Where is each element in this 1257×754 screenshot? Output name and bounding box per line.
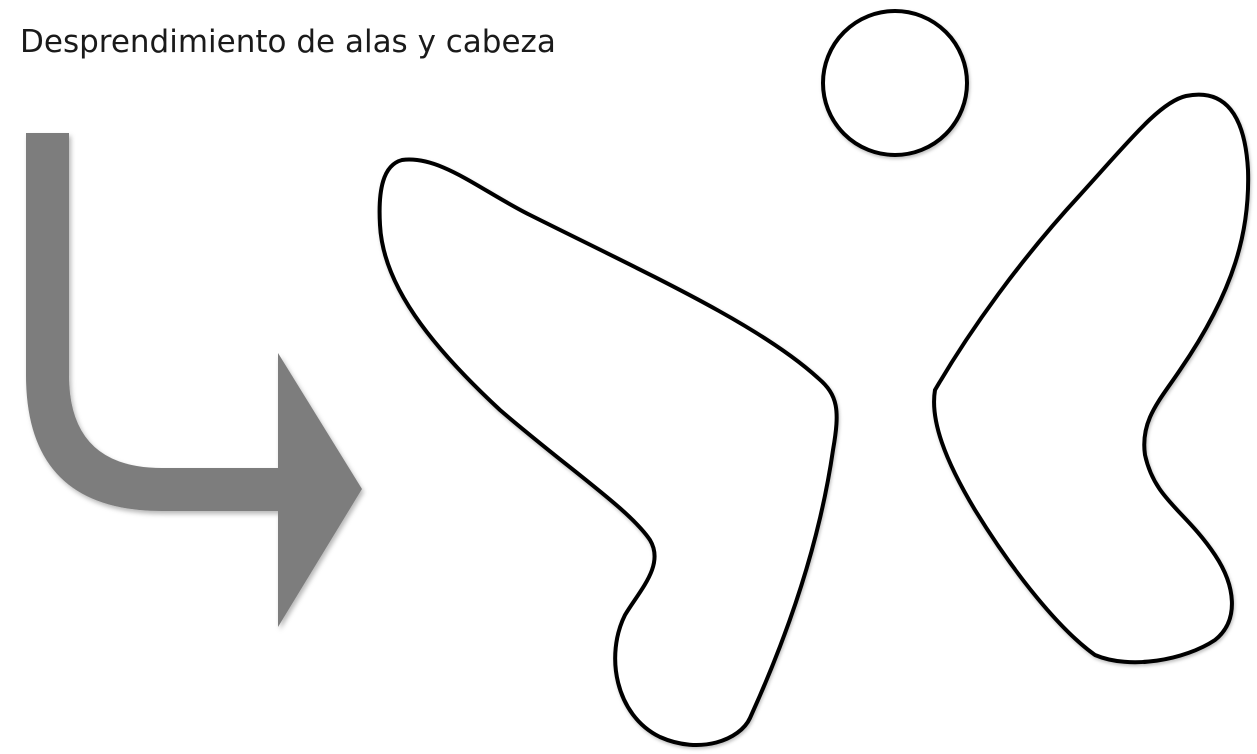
bent-arrow-icon xyxy=(26,133,362,627)
right-wing-outline xyxy=(932,92,1251,665)
slide-title: Desprendimiento de alas y cabeza xyxy=(20,24,556,60)
left-wing-outline xyxy=(377,157,839,747)
head-circle xyxy=(821,9,969,157)
